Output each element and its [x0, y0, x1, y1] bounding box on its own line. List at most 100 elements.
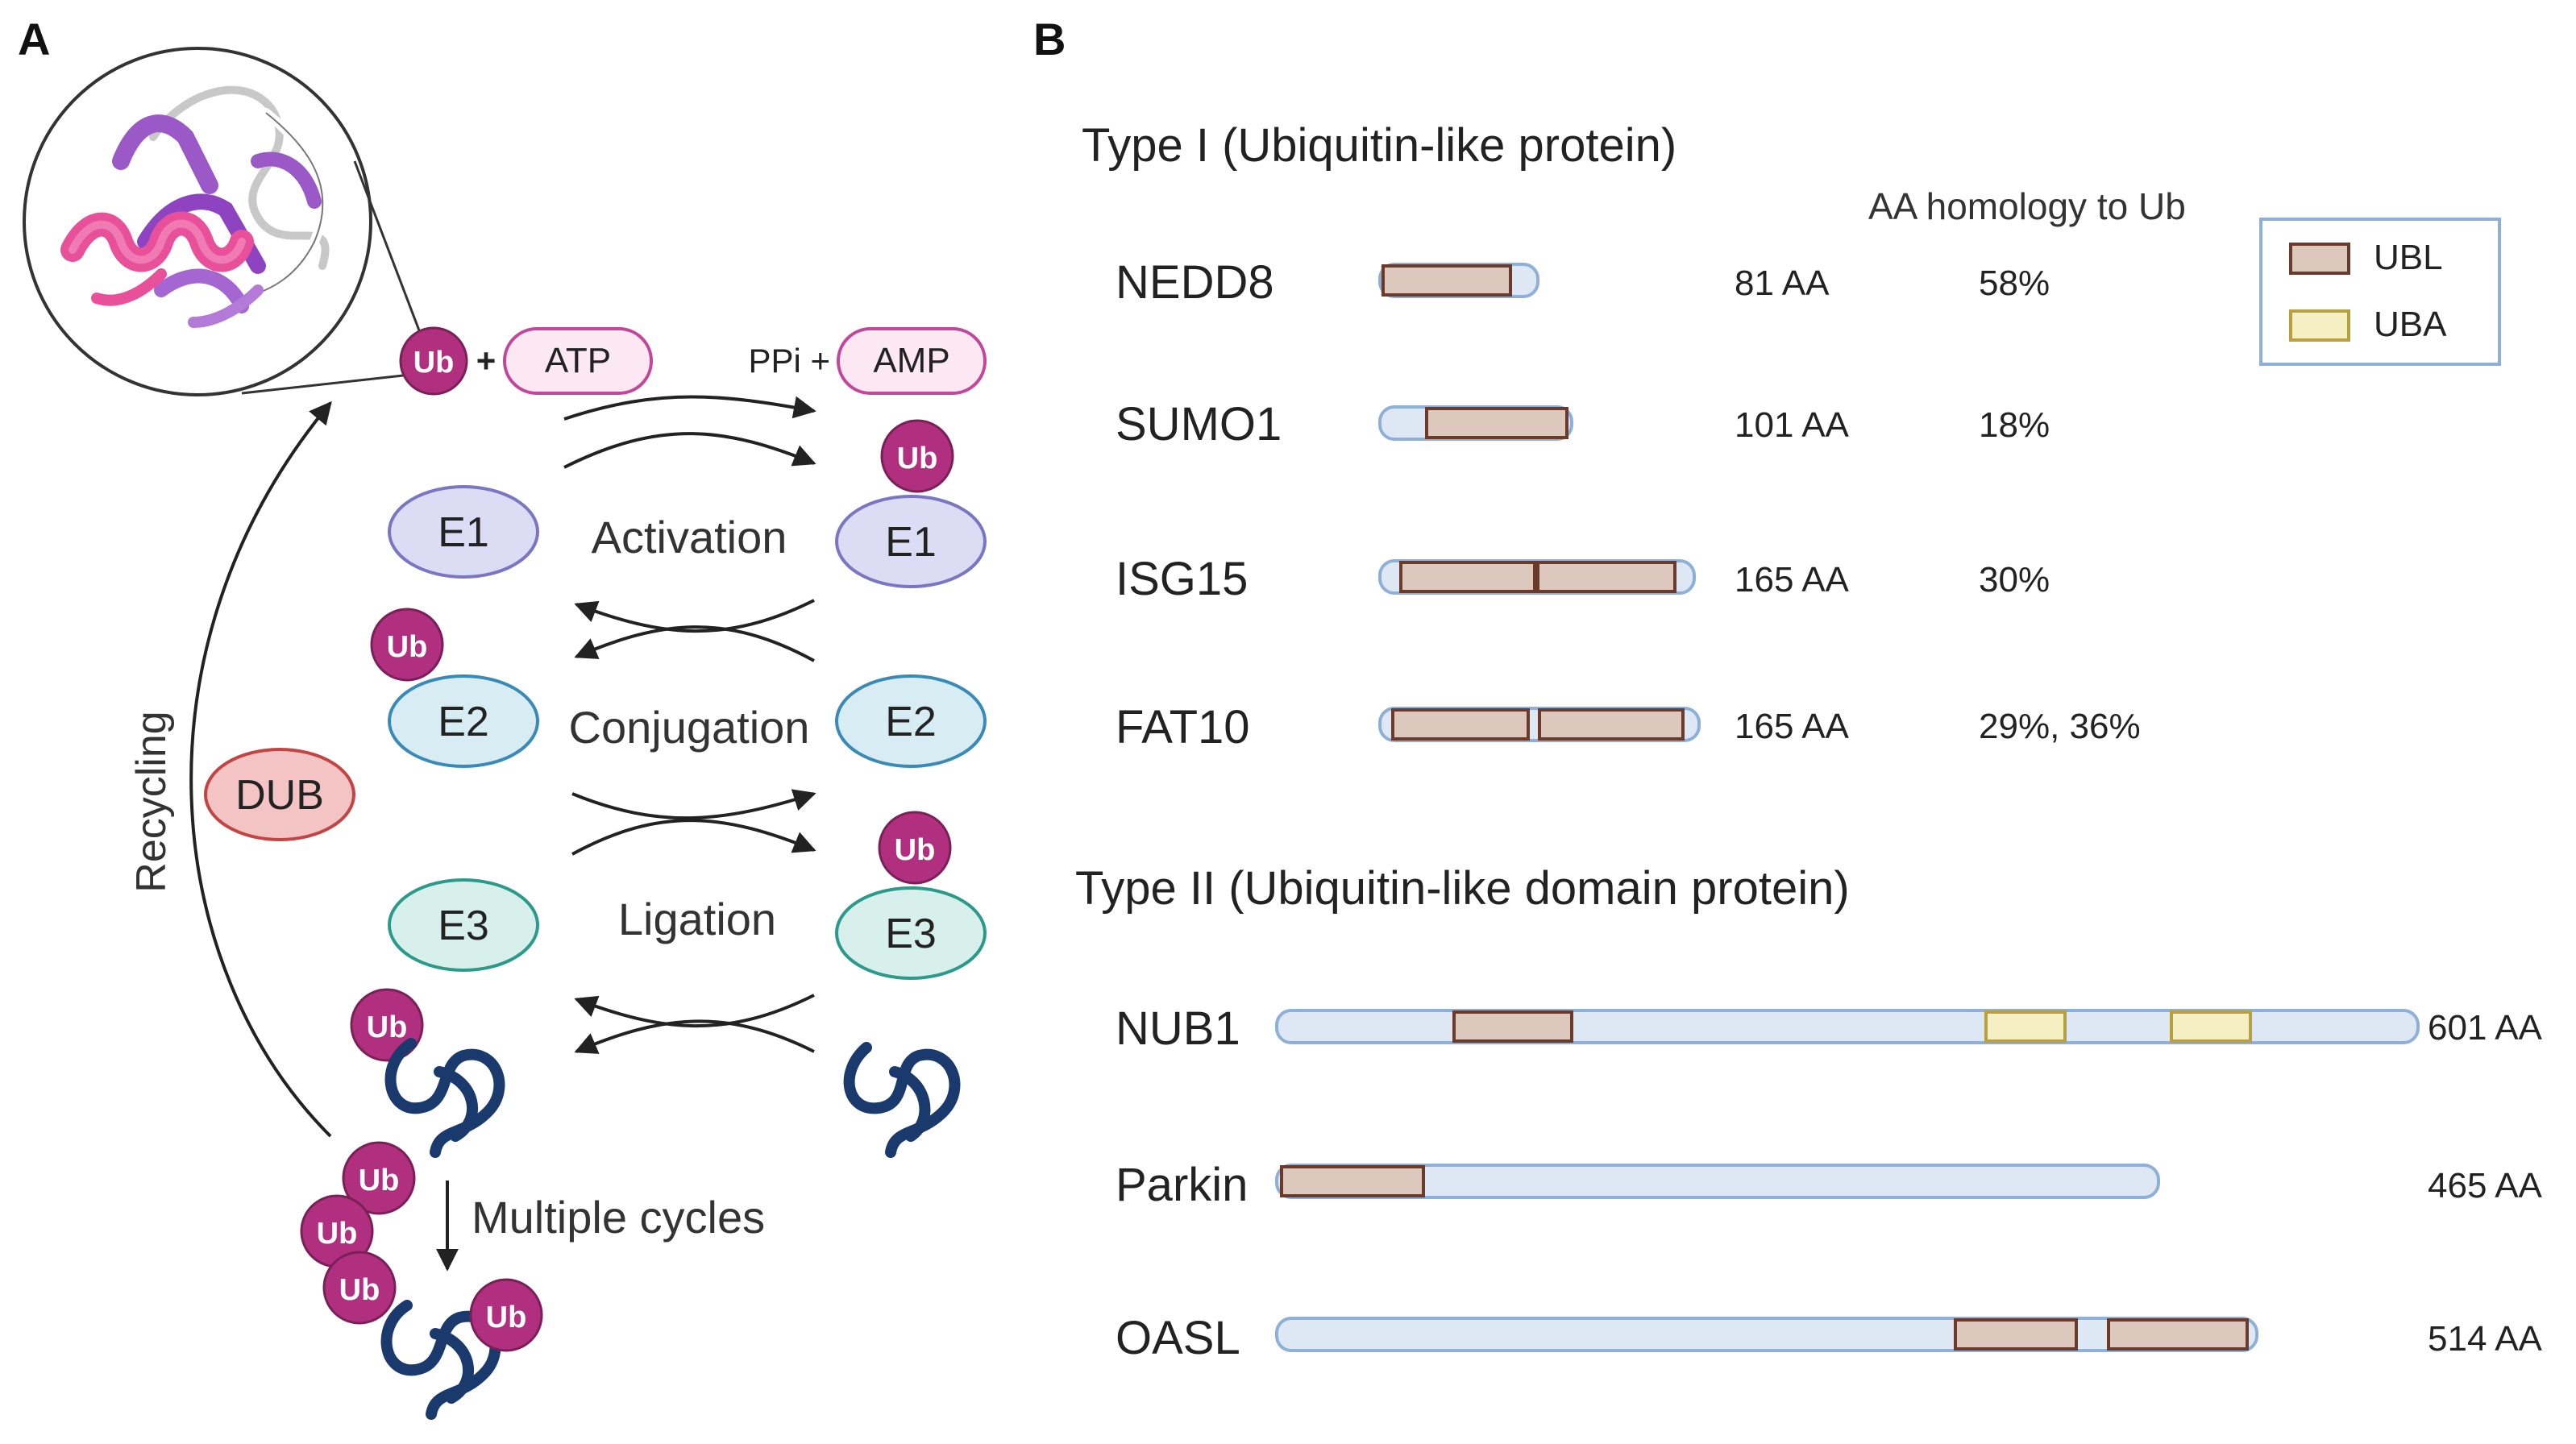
type1-row-isg15: ISG15 165 AA 30% [1116, 553, 2050, 605]
ubl-domain [1536, 561, 1676, 593]
e2-left: E2 [388, 674, 539, 768]
svg-text:Ub: Ub [897, 442, 938, 475]
e3-left: E3 [388, 878, 539, 972]
panel-b: B Type I (Ubiquitin-like protein) AA hom… [1033, 14, 2543, 1364]
atp-pill: ATP [503, 327, 653, 395]
ubl-domain [1391, 708, 1530, 741]
ubiquitin-structure-inset [23, 47, 421, 396]
svg-text:E1: E1 [438, 509, 489, 556]
svg-text:DUB: DUB [235, 772, 324, 819]
e1-left: E1 [388, 485, 539, 579]
legend-label-uba: UBA [2374, 305, 2447, 344]
svg-text:29%, 36%: 29%, 36% [1979, 707, 2141, 746]
svg-text:165 AA: 165 AA [1735, 560, 1850, 600]
activation-label: Activation [592, 512, 787, 562]
substrate-icon-left [384, 1038, 505, 1158]
svg-text:514 AA: 514 AA [2428, 1319, 2543, 1359]
legend-swatch-uba [2289, 309, 2350, 342]
svg-text:Ub: Ub [339, 1273, 380, 1307]
type1-row-fat10: FAT10 165 AA 29%, 36% [1116, 701, 2141, 753]
ub-token-top: Ub [399, 326, 468, 396]
type1-row-sumo1: SUMO1 101 AA 18% [1116, 398, 2050, 450]
svg-text:Ub: Ub [895, 833, 936, 867]
svg-text:Parkin: Parkin [1116, 1159, 1248, 1211]
recycling-label: Recycling [128, 711, 175, 892]
svg-text:NEDD8: NEDD8 [1116, 256, 1274, 309]
svg-text:OASL: OASL [1116, 1312, 1240, 1364]
multiple-cycles-label: Multiple cycles [472, 1192, 765, 1243]
svg-text:ISG15: ISG15 [1116, 553, 1248, 605]
svg-text:601 AA: 601 AA [2428, 1008, 2543, 1048]
domain-legend: UBL UBA [2259, 218, 2501, 366]
conjugation-label: Conjugation [569, 702, 810, 753]
svg-text:58%: 58% [1979, 263, 2050, 303]
plus-sign: + [476, 342, 497, 380]
type1-row-nedd8: NEDD8 81 AA 58% [1116, 256, 2050, 309]
panel-a: A Ub + ATP [18, 14, 987, 1420]
ubl-domain [1399, 561, 1536, 593]
svg-text:465 AA: 465 AA [2428, 1166, 2543, 1205]
legend-label-ubl: UBL [2374, 238, 2443, 277]
dub-enzyme: DUB [204, 748, 355, 841]
ppi-plus-label: PPi + [748, 342, 830, 380]
ubl-domain [1425, 407, 1568, 439]
svg-text:Ub: Ub [486, 1301, 527, 1334]
substrate-icon-bottom [380, 1300, 501, 1420]
ligation-label: Ligation [618, 894, 776, 944]
legend-swatch-ubl [2289, 243, 2350, 275]
activation-arrows [563, 395, 816, 469]
svg-text:ATP: ATP [545, 341, 611, 380]
ub-on-e3: Ub [878, 811, 952, 885]
svg-text:E1: E1 [885, 519, 937, 566]
svg-text:165 AA: 165 AA [1735, 707, 1850, 746]
svg-text:81 AA: 81 AA [1735, 263, 1830, 303]
svg-text:E3: E3 [885, 911, 937, 957]
substrate-icon-right [843, 1042, 961, 1158]
svg-text:Ub: Ub [359, 1164, 400, 1197]
ligation-arrows [574, 994, 815, 1054]
svg-text:Ub: Ub [413, 346, 455, 380]
svg-text:E2: E2 [885, 699, 937, 745]
ubl-domain [1452, 1010, 1573, 1043]
ub-on-e1: Ub [880, 419, 954, 493]
svg-text:E3: E3 [438, 902, 489, 949]
svg-text:SUMO1: SUMO1 [1116, 398, 1282, 450]
e1-right: E1 [835, 495, 987, 588]
ubl-domain [1280, 1165, 1425, 1197]
amp-pill: AMP [837, 327, 987, 395]
e3-right: E3 [835, 886, 987, 980]
ubl-domain [1381, 264, 1512, 297]
ub-chain-1: Ub [342, 1141, 416, 1215]
ub-on-substrate-bottom: Ub [469, 1278, 543, 1352]
type2-title: Type II (Ubiquitin-like domain protein) [1075, 862, 1850, 915]
svg-text:Ub: Ub [317, 1217, 358, 1251]
svg-text:E2: E2 [438, 699, 489, 745]
svg-text:18%: 18% [1979, 405, 2050, 445]
ubl-domain [2107, 1318, 2249, 1351]
ub-chain-3: Ub [322, 1251, 397, 1325]
panel-a-label: A [18, 14, 50, 64]
homology-header: AA homology to Ub [1868, 185, 2186, 227]
e2-right: E2 [835, 674, 987, 768]
uba-domain [1984, 1010, 2067, 1043]
type1-title: Type I (Ubiquitin-like protein) [1082, 119, 1676, 172]
transfer-arrows-e2-e3 [571, 789, 816, 856]
type2-row-parkin: Parkin 465 AA [1116, 1159, 2543, 1211]
svg-text:FAT10: FAT10 [1116, 701, 1250, 753]
svg-text:NUB1: NUB1 [1116, 1002, 1240, 1055]
uba-domain [2170, 1010, 2252, 1043]
recycling-arrow [189, 400, 332, 1138]
ubl-domain [1538, 708, 1685, 741]
svg-text:Ub: Ub [367, 1010, 408, 1044]
svg-text:30%: 30% [1979, 560, 2050, 600]
svg-text:AMP: AMP [873, 341, 949, 380]
ubl-domain [1954, 1318, 2078, 1351]
svg-text:Ub: Ub [387, 630, 428, 664]
ub-chain-2: Ub [300, 1194, 374, 1268]
panel-b-label: B [1033, 14, 1066, 64]
ub-on-e2: Ub [370, 608, 444, 682]
transfer-arrows-e1-e2 [574, 599, 815, 662]
svg-text:101 AA: 101 AA [1735, 405, 1850, 445]
